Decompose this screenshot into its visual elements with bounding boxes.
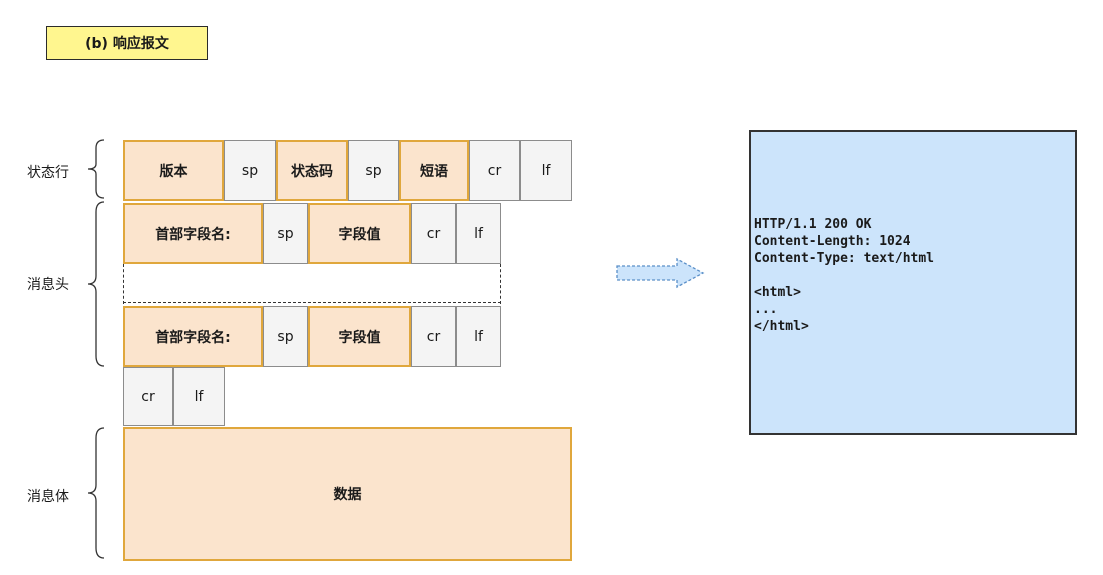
status-line-label: 状态行 [27,165,69,181]
diagram-title: (b) 响应报文 [46,26,208,60]
http-response-example: HTTP/1.1 200 OK Content-Length: 1024 Con… [749,130,1077,435]
sp-separator: sp [348,140,399,201]
lf-separator: lf [520,140,572,201]
repeat-right-dashed-line [500,264,501,304]
example-status-line: HTTP/1.1 200 OK [754,217,872,232]
example-blank-line [754,267,1075,284]
status-line-brace [87,139,105,199]
example-html-open: <html> [754,285,801,300]
lf-separator: lf [173,367,225,426]
repeat-bottom-dashed-line [123,302,501,303]
headers-brace [87,201,105,367]
status-code-field: 状态码 [276,140,348,201]
sp-separator: sp [263,306,308,367]
sp-separator: sp [263,203,308,264]
arrow-right-icon [616,257,705,289]
header-name-field: 首部字段名: [123,306,263,367]
example-content-type: Content-Type: text/html [754,251,935,266]
example-content-length: Content-Length: 1024 [754,234,911,249]
example-html-close: </html> [754,319,809,334]
cr-separator: cr [469,140,520,201]
body-brace [87,427,105,559]
headers-label: 消息头 [27,277,69,293]
lf-separator: lf [456,203,501,264]
header-value-field: 字段值 [308,203,411,264]
body-data-field: 数据 [123,427,572,561]
body-label: 消息体 [27,489,69,505]
header-value-field: 字段值 [308,306,411,367]
lf-separator: lf [456,306,501,367]
cr-separator: cr [411,306,456,367]
header-name-field: 首部字段名: [123,203,263,264]
version-field: 版本 [123,140,224,201]
sp-separator: sp [224,140,276,201]
example-ellipsis: ... [754,302,778,317]
cr-separator: cr [411,203,456,264]
reason-phrase-field: 短语 [399,140,469,201]
repeat-left-dashed-line [123,264,124,304]
cr-separator: cr [123,367,173,426]
